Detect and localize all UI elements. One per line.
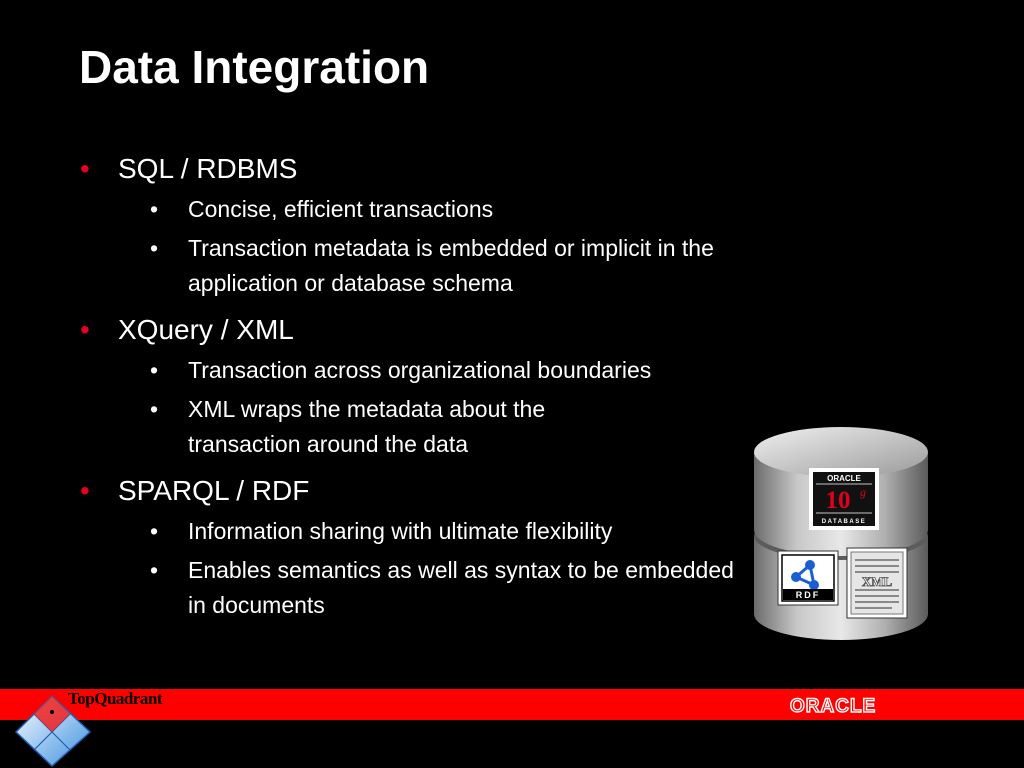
bullet-dot: • bbox=[80, 314, 90, 345]
sub-bullet: • Transaction across organizational boun… bbox=[80, 353, 758, 388]
bullet-dot: • bbox=[80, 153, 90, 184]
sub-bullet-text: Transaction metadata is embedded or impl… bbox=[188, 235, 714, 296]
sub-bullet: • Concise, efficient transactions bbox=[80, 192, 758, 227]
oracle-wordmark: ORACLE bbox=[790, 696, 876, 715]
version-number: 10 bbox=[826, 487, 851, 514]
sub-bullet-text: Transaction across organizational bounda… bbox=[188, 357, 652, 383]
bullet-label: SPARQL / RDF bbox=[118, 475, 310, 506]
slide-title: Data Integration bbox=[79, 41, 430, 93]
bullet-dot: • bbox=[80, 475, 90, 506]
bullet-dot: • bbox=[150, 557, 159, 583]
sub-bullet: • XML wraps the metadata about the trans… bbox=[80, 392, 658, 462]
oracle-database-icon: ORACLE 10 g DATABASE RDF XML bbox=[754, 427, 928, 640]
topquadrant-logo bbox=[14, 694, 92, 768]
sub-bullet-text: Information sharing with ultimate flexib… bbox=[188, 518, 613, 544]
bullet-dot: • bbox=[150, 235, 159, 261]
sub-bullet: • Enables semantics as well as syntax to… bbox=[80, 553, 748, 623]
database-label: DATABASE bbox=[822, 519, 866, 525]
bullet-sql: • SQL / RDBMS bbox=[80, 152, 770, 186]
footer-bar bbox=[0, 689, 1024, 720]
oracle-box-label: ORACLE bbox=[827, 474, 861, 483]
oracle-logo: ORACLE bbox=[790, 695, 876, 715]
topquadrant-wordmark: TopQuadrant bbox=[68, 689, 163, 708]
xml-label: XML bbox=[862, 574, 893, 589]
bullet-dot: • bbox=[150, 396, 159, 422]
document-lines-icon bbox=[855, 559, 899, 609]
sub-bullet: • Transaction metadata is embedded or im… bbox=[80, 231, 758, 301]
bullet-dot: • bbox=[150, 357, 159, 383]
sub-bullet-text: Concise, efficient transactions bbox=[188, 196, 494, 222]
bullet-dot: • bbox=[150, 518, 159, 544]
bullet-sparql: • SPARQL / RDF bbox=[80, 474, 770, 508]
bullet-label: XQuery / XML bbox=[118, 314, 294, 345]
version-suffix: g bbox=[860, 485, 866, 499]
sub-bullet-text: Enables semantics as well as syntax to b… bbox=[188, 557, 734, 618]
rdf-graph-icon bbox=[791, 560, 819, 590]
bullet-list: • SQL / RDBMS • Concise, efficient trans… bbox=[80, 152, 770, 623]
rdf-label: RDF bbox=[796, 590, 821, 600]
bullet-label: SQL / RDBMS bbox=[118, 153, 298, 184]
bullet-xquery: • XQuery / XML bbox=[80, 313, 770, 347]
sub-bullet: • Information sharing with ultimate flex… bbox=[80, 514, 758, 549]
bullet-dot: • bbox=[150, 196, 159, 222]
sub-bullet-text: XML wraps the metadata about the transac… bbox=[188, 396, 546, 457]
